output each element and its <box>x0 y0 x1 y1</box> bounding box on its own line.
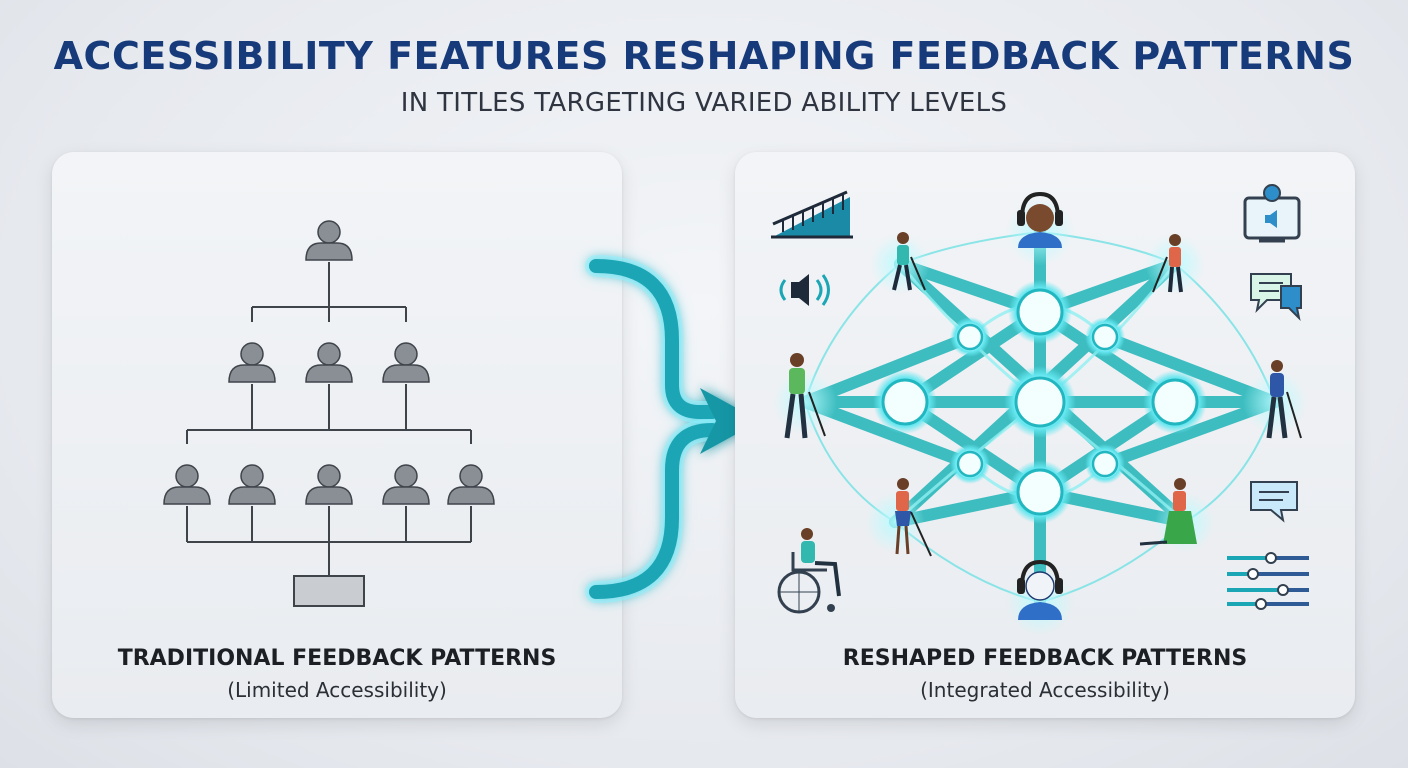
person-icon <box>382 342 430 383</box>
network-diagram <box>771 184 1309 636</box>
person-icon <box>382 464 430 505</box>
wheelchair-user-icon <box>777 528 841 614</box>
person-icon <box>228 342 276 383</box>
traditional-caption: (Limited Accessibility) <box>227 678 447 702</box>
person-icon <box>305 342 353 383</box>
page-title: ACCESSIBILITY FEATURES RESHAPING FEEDBAC… <box>53 34 1355 78</box>
hierarchy-connectors <box>186 262 472 576</box>
speaker-sound-icon <box>779 274 830 306</box>
person-icon <box>447 464 495 505</box>
person-with-walking-stick-icon <box>784 353 826 439</box>
person-with-walking-stick-icon <box>1266 360 1302 439</box>
settings-sliders-icon <box>1227 552 1309 610</box>
person-icon <box>305 464 353 505</box>
traditional-heading: TRADITIONAL FEEDBACK PATTERNS <box>117 646 557 671</box>
person-icon <box>163 464 211 505</box>
screen-speaker-icon <box>1243 184 1301 243</box>
person-with-cane-icon <box>1152 234 1183 293</box>
reshaped-panel: RESHAPED FEEDBACK PATTERNS (Integrated A… <box>735 152 1355 718</box>
person-with-cane-icon <box>895 478 932 557</box>
reshaped-heading: RESHAPED FEEDBACK PATTERNS <box>842 646 1248 671</box>
page-subtitle: IN TITLES TARGETING VARIED ABILITY LEVEL… <box>400 88 1008 118</box>
person-with-cane-icon <box>892 232 926 291</box>
hierarchy-diagram <box>163 220 495 607</box>
reshaped-caption: (Integrated Accessibility) <box>920 678 1170 702</box>
network-nodes <box>873 280 1207 524</box>
message-icon <box>1250 481 1298 523</box>
output-block <box>293 575 365 607</box>
traditional-panel: TRADITIONAL FEEDBACK PATTERNS (Limited A… <box>52 152 622 718</box>
person-icon <box>305 220 353 261</box>
person-icon <box>228 464 276 505</box>
person-seated-icon <box>1139 478 1197 546</box>
headphones-person-top-icon <box>1017 191 1063 248</box>
headphones-person-bottom-icon <box>1017 559 1063 620</box>
chat-bubbles-icon <box>1250 273 1302 322</box>
ramp-icon <box>771 190 853 239</box>
